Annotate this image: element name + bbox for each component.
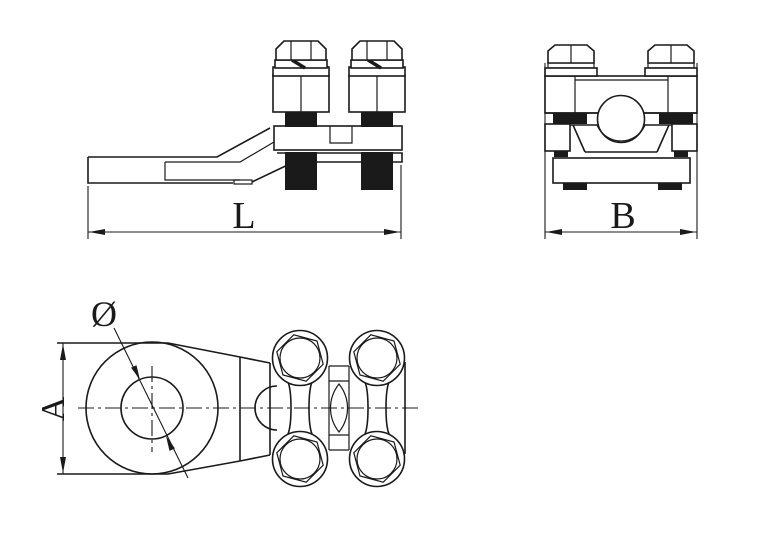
bolt-top-view (271, 430, 329, 488)
clamp-body-side (273, 125, 403, 163)
bolt-side-left (272, 40, 330, 190)
spring-washer-split (367, 58, 382, 70)
arrowhead-top (60, 344, 66, 360)
bolt-front-left (544, 44, 598, 77)
arrowhead-upper (131, 365, 140, 380)
arrowhead-right (384, 229, 400, 235)
arrowhead-left (89, 229, 105, 235)
clamp-body-front (544, 75, 698, 190)
thread-stud (361, 152, 393, 190)
top-view: A Ø (35, 294, 418, 488)
terminal-tang (87, 127, 297, 185)
arrowhead-lower (166, 436, 175, 451)
thread-upper (285, 111, 317, 127)
arrowhead-left (546, 229, 562, 235)
cable-hole (596, 94, 646, 144)
spring-washer-split (291, 58, 306, 70)
stud-foot-right (658, 183, 682, 190)
cable-lens (329, 383, 349, 433)
thread-upper (361, 111, 393, 127)
front-view: B (544, 44, 698, 239)
bolt-front-right (644, 44, 698, 77)
bolt-top-view (271, 329, 329, 387)
bolt-top-view (348, 329, 406, 387)
dimension-width: B (544, 63, 698, 239)
arrowhead-bottom (60, 457, 66, 473)
thread-left (553, 113, 587, 124)
stud-foot-left (563, 183, 587, 190)
diameter-symbol: Ø (91, 294, 117, 334)
bolt-side-right (348, 40, 406, 190)
thread-right (659, 113, 693, 124)
dimension-diameter: Ø (91, 294, 189, 479)
bolt-top-view (348, 430, 406, 488)
base-plate (552, 157, 691, 184)
dim-label-height: A (35, 396, 72, 421)
dim-label-width: B (610, 195, 635, 237)
side-view: L (87, 40, 406, 239)
dimension-length: L (87, 165, 402, 239)
washer (544, 67, 598, 77)
hex-head (275, 40, 327, 61)
thread-stud (285, 152, 317, 190)
arrowhead-right (680, 229, 696, 235)
dimension-height: A (35, 343, 72, 474)
washer (644, 67, 698, 77)
hex-head (351, 40, 403, 61)
dim-label-length: L (232, 195, 255, 237)
